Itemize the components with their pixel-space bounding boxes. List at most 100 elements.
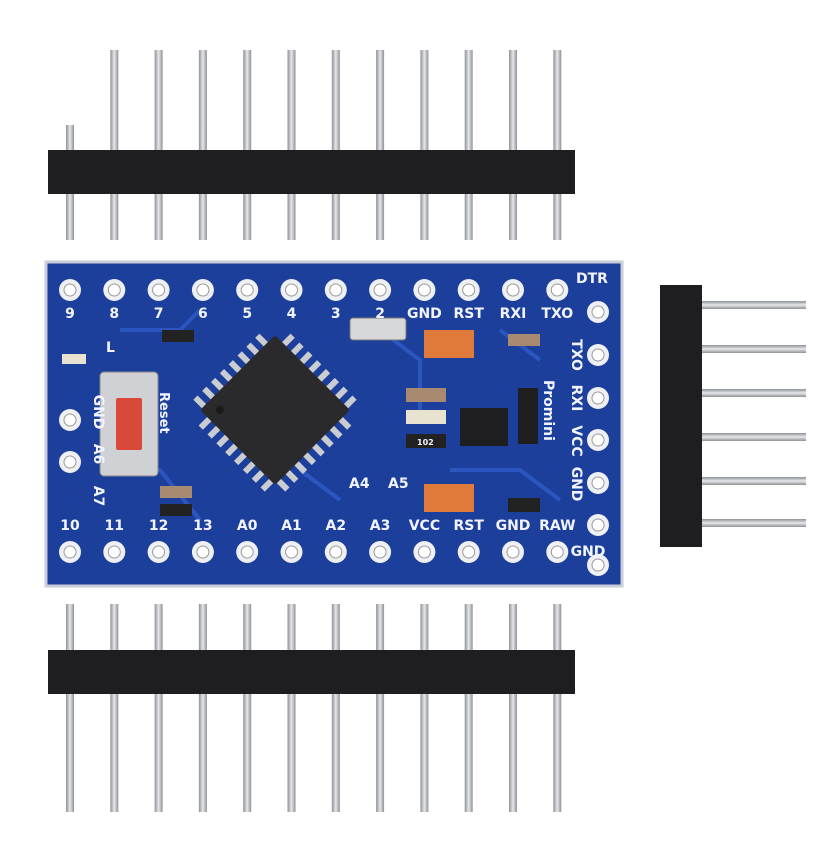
pin-label-left: A6 [90, 444, 106, 465]
header-pin [464, 50, 473, 240]
crystal [349, 317, 407, 341]
pin-label-top: 4 [287, 306, 297, 322]
header-pin [243, 604, 252, 812]
header-pin [553, 604, 562, 812]
through-hole [462, 545, 476, 559]
label-a5: A5 [388, 476, 409, 492]
pin-label-top: 5 [242, 306, 252, 322]
smd-led [406, 410, 446, 424]
model-label: Promini [540, 380, 556, 441]
through-hole [329, 545, 343, 559]
resistor-code: 102 [417, 438, 434, 447]
pin-label-right: TXO [568, 339, 584, 371]
header-pin [243, 50, 252, 240]
header-pin [680, 519, 806, 527]
through-hole [196, 545, 210, 559]
header-pin [287, 50, 296, 240]
pin-label-top: TXO [541, 306, 573, 322]
through-hole [373, 283, 387, 297]
pin-label-bottom: GND [496, 518, 531, 534]
pin-label-right: GND [568, 467, 584, 502]
tantalum-cap-bottom [424, 484, 474, 512]
pin-label-left: GND [90, 395, 106, 430]
reset-button[interactable] [99, 371, 159, 477]
pin-label-top: 2 [375, 306, 385, 322]
through-hole [196, 283, 210, 297]
through-hole [591, 476, 605, 490]
through-hole [591, 558, 605, 572]
pin-label-left: A7 [90, 486, 106, 507]
through-hole [329, 283, 343, 297]
through-hole [591, 433, 605, 447]
bottom-pin-header [48, 604, 575, 812]
pin-label-dtr: DTR [576, 271, 608, 287]
header-pin [553, 50, 562, 240]
pin-label-bottom: 12 [149, 518, 168, 534]
smd-resistor [406, 388, 446, 402]
through-hole [506, 283, 520, 297]
header-pin [420, 604, 429, 812]
header-pin [464, 604, 473, 812]
diode [518, 388, 538, 444]
through-hole [240, 283, 254, 297]
through-hole [240, 545, 254, 559]
smd-resistor [508, 334, 540, 346]
header-pin [198, 50, 207, 240]
header-pin [66, 604, 74, 812]
top-pin-header [48, 50, 575, 240]
header-pin [376, 604, 385, 812]
pin-label-top: 7 [154, 306, 164, 322]
pin-label-top: 3 [331, 306, 341, 322]
pin-label-bottom: RST [453, 518, 484, 534]
through-hole [63, 545, 77, 559]
header-pin [376, 50, 385, 240]
through-hole [63, 283, 77, 297]
led-label: L [106, 340, 115, 356]
header-pin [680, 433, 806, 441]
through-hole [591, 391, 605, 405]
header-pin [154, 604, 163, 812]
header-pin [680, 389, 806, 397]
smd-resistor-102 [406, 434, 446, 448]
atmega328p-chip [193, 333, 357, 492]
header-pin [287, 604, 296, 812]
pin-label-top: 8 [109, 306, 119, 322]
through-hole [462, 283, 476, 297]
through-hole [107, 545, 121, 559]
through-hole [550, 545, 564, 559]
smd-resistor [160, 504, 192, 516]
through-hole [152, 283, 166, 297]
through-hole [506, 545, 520, 559]
smd-resistor [508, 498, 540, 512]
pin-label-top: RXI [500, 306, 527, 322]
header-plastic [48, 650, 575, 694]
through-hole [591, 348, 605, 362]
header-pin [509, 604, 517, 812]
pin-label-top: RST [453, 306, 484, 322]
pin-label-bottom: A0 [237, 518, 258, 534]
pin-label-bottom: RAW [539, 518, 575, 534]
power-led [62, 354, 86, 364]
through-hole [63, 455, 77, 469]
through-hole [417, 283, 431, 297]
header-plastic [660, 285, 702, 547]
header-pin [680, 477, 806, 485]
header-pin [110, 50, 119, 240]
through-hole [591, 518, 605, 532]
header-pin [331, 604, 340, 812]
through-hole [285, 283, 298, 297]
through-hole [417, 545, 431, 559]
reset-label: Reset [156, 392, 171, 434]
through-hole [152, 545, 166, 559]
header-plastic [48, 150, 575, 194]
through-hole [285, 545, 298, 559]
smd-resistor [162, 330, 194, 342]
through-hole [591, 305, 605, 319]
pin-label-bottom: 11 [105, 518, 124, 534]
pin-label-bottom: A1 [281, 518, 302, 534]
pin-label-top: 6 [198, 306, 208, 322]
pin-label-top: GND [407, 306, 442, 322]
pin-label-bottom: 10 [60, 518, 80, 534]
